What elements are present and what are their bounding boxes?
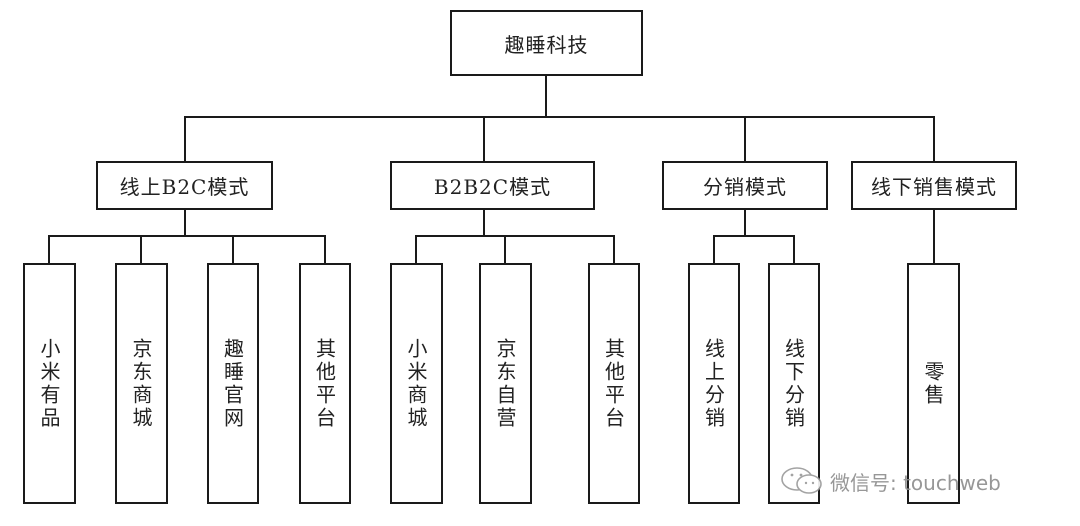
connector-leaf: [713, 235, 715, 263]
mode-node-offline-sales: 线下销售模式: [851, 161, 1017, 210]
connector-leaf: [793, 235, 795, 263]
channel-label: 线上分销: [701, 337, 726, 430]
connector-mode-3-down: [744, 209, 746, 237]
connector-leaf: [613, 235, 615, 263]
connector-leaf: [48, 235, 50, 263]
channel-node: 小米有品: [23, 263, 76, 504]
connector-mode-2-down: [483, 209, 485, 237]
channel-node: 线下分销: [768, 263, 820, 504]
connector-mode-4-down: [933, 209, 935, 263]
channel-label: 小米商城: [404, 337, 428, 430]
mode-node-distribution: 分销模式: [662, 161, 828, 210]
channel-label: 其他平台: [312, 337, 337, 430]
connector-mode-2-bus: [415, 235, 615, 237]
watermark-text: 微信号: touchweb: [830, 470, 1001, 495]
mode-label: 线下销售模式: [871, 175, 997, 199]
channel-label: 京东商城: [129, 337, 153, 430]
connector-root-down: [545, 75, 547, 118]
channel-node: 京东自营: [479, 263, 532, 504]
connector-mode-3-bus: [713, 235, 795, 237]
connector-leaf: [232, 235, 234, 263]
channel-label: 其他平台: [601, 337, 626, 430]
mode-node-online-b2c: 线上B2C模式: [96, 161, 273, 210]
channel-label: 线下分销: [781, 337, 806, 430]
channel-label: 京东自营: [493, 337, 517, 430]
channel-label: 小米有品: [37, 337, 61, 430]
channel-node: 其他平台: [588, 263, 640, 504]
channel-node: 小米商城: [390, 263, 443, 504]
channel-node: 零售: [907, 263, 960, 504]
connector-mode-3: [744, 116, 746, 161]
connector-mode-1: [184, 116, 186, 161]
connector-leaf: [324, 235, 326, 263]
channel-node: 其他平台: [299, 263, 351, 504]
connector-mode-4: [933, 116, 935, 161]
channel-label: 趣睡官网: [220, 337, 245, 430]
mode-label: 线上B2C模式: [119, 175, 250, 199]
connector-level1-bus: [184, 116, 935, 118]
wechat-icon: [781, 467, 822, 494]
root-node: 趣睡科技: [450, 10, 643, 76]
channel-node: 趣睡官网: [207, 263, 259, 504]
mode-label: B2B2C模式: [433, 175, 552, 199]
connector-mode-2: [483, 116, 485, 161]
mode-node-b2b2c: B2B2C模式: [390, 161, 595, 210]
channel-node: 京东商城: [115, 263, 168, 504]
connector-leaf: [415, 235, 417, 263]
mode-label: 分销模式: [703, 175, 787, 199]
connector-leaf: [504, 235, 506, 263]
connector-mode-1-down: [184, 209, 186, 237]
connector-leaf: [140, 235, 142, 263]
channel-node: 线上分销: [688, 263, 740, 504]
root-label: 趣睡科技: [504, 32, 589, 57]
connector-mode-1-bus: [48, 235, 326, 237]
watermark: 微信号: touchweb: [780, 466, 1001, 496]
channel-label: 零售: [921, 360, 945, 407]
